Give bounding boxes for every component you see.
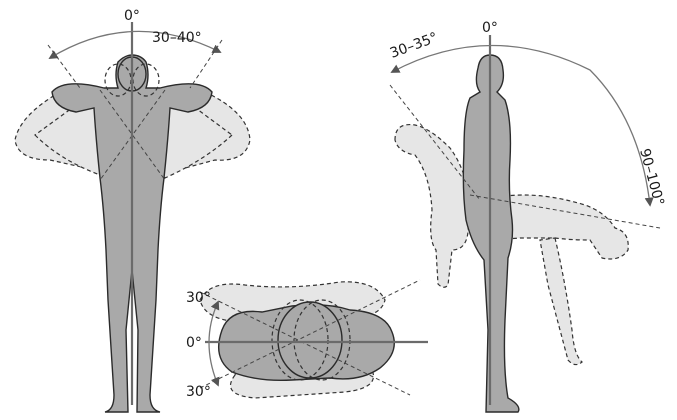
- side-back-label: 30–35°: [388, 30, 440, 62]
- top-down-label: 30°: [186, 384, 211, 400]
- top-view-figure: 30° 0° 30°: [186, 280, 428, 400]
- side-view-figure: 0° 30–35° 90–100°: [388, 20, 667, 412]
- side-extension-ghost: [395, 125, 470, 288]
- side-body: [463, 55, 519, 412]
- side-forward-label: 90–100°: [636, 147, 667, 208]
- front-zero-label: 0°: [124, 8, 140, 24]
- top-head: [278, 302, 342, 378]
- top-zero-label: 0°: [186, 335, 202, 351]
- side-zero-label: 0°: [482, 20, 498, 36]
- front-range-label: 30–40°: [152, 30, 202, 46]
- front-view-figure: 0° 30–40°: [15, 8, 250, 412]
- top-up-label: 30°: [186, 290, 211, 306]
